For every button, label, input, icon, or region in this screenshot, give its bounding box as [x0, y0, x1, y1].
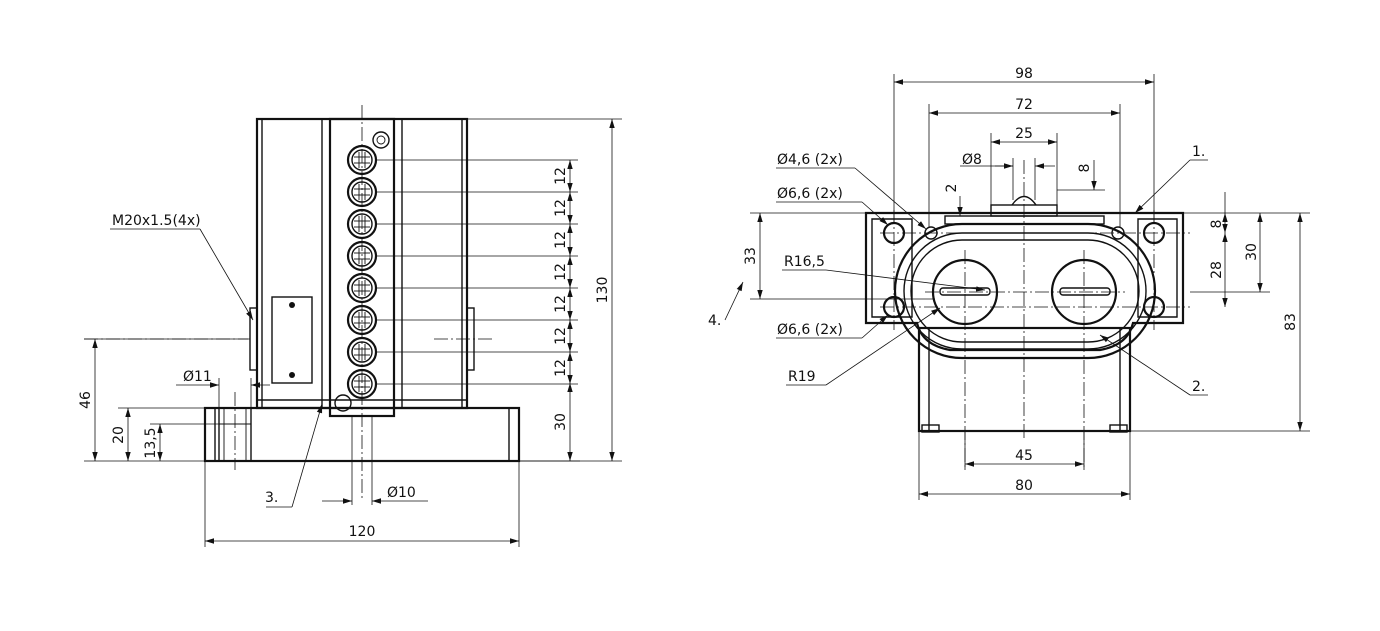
pitch-label: 12 — [553, 327, 569, 345]
height-20-label: 20 — [111, 426, 127, 444]
callout-2: 2. — [1192, 379, 1205, 395]
dia-6-6-bottom-label: Ø6,6 (2x) — [777, 322, 843, 338]
height-13-5-label: 13,5 — [143, 427, 159, 458]
width-45-label: 45 — [1015, 448, 1033, 464]
bottom-screw-hole — [334, 394, 352, 412]
pitch-label: 12 — [553, 263, 569, 281]
dim-8-right-label: 8 — [1209, 220, 1225, 229]
dia-4-6-label: Ø4,6 (2x) — [777, 152, 843, 168]
callout-3: 3. — [265, 490, 278, 506]
height-46-label: 46 — [78, 391, 94, 409]
pitch-label: 12 — [553, 199, 569, 217]
offset-30-label: 30 — [553, 413, 569, 431]
callout-4: 4. — [708, 313, 721, 329]
pitch-label: 12 — [553, 359, 569, 377]
height-33-label: 33 — [743, 247, 759, 265]
stadium-outer — [893, 222, 1157, 360]
front-view: M20x1.5(4x) Ø11 46 20 13,5 1212121212121… — [78, 105, 622, 547]
width-25-label: 25 — [1015, 126, 1033, 142]
roller — [346, 336, 378, 368]
dim-8-top-label: 8 — [1077, 164, 1093, 173]
roller — [346, 144, 378, 176]
roller — [346, 176, 378, 208]
dim-28-label: 28 — [1209, 261, 1225, 279]
height-83-label: 83 — [1283, 313, 1299, 331]
thread-callout: M20x1.5(4x) — [112, 213, 201, 229]
dia-8-label: Ø8 — [962, 152, 982, 168]
roller — [346, 368, 378, 400]
dia-6-6-top-label: Ø6,6 (2x) — [777, 186, 843, 202]
dim-30-label: 30 — [1244, 243, 1260, 261]
width-72-label: 72 — [1015, 97, 1033, 113]
pitch-dimensions: 12 12 12 12 12 12 12 — [376, 159, 578, 385]
lower-body — [917, 326, 1132, 433]
top-screw-hole — [372, 131, 390, 149]
pitch-label: 12 — [553, 295, 569, 313]
side-view: 98 72 25 Ø8 2 8 Ø4,6 (2x) Ø6,6 (2x) — [708, 66, 1310, 500]
pitch-label: 12 — [553, 231, 569, 249]
dia-11-label: Ø11 — [183, 369, 212, 385]
pitch-label: 12 — [553, 167, 569, 185]
dia-10-label: Ø10 — [387, 485, 416, 501]
callout-1: 1. — [1192, 144, 1205, 160]
width-98-label: 98 — [1015, 66, 1033, 82]
dim-2-label: 2 — [944, 184, 960, 193]
width-80-label: 80 — [1015, 478, 1033, 494]
width-120-label: 120 — [349, 524, 376, 540]
label-plate — [271, 296, 313, 384]
height-130-label: 130 — [595, 277, 611, 304]
radius-16-5-label: R16,5 — [784, 254, 825, 270]
radius-19-label: R19 — [788, 369, 816, 385]
